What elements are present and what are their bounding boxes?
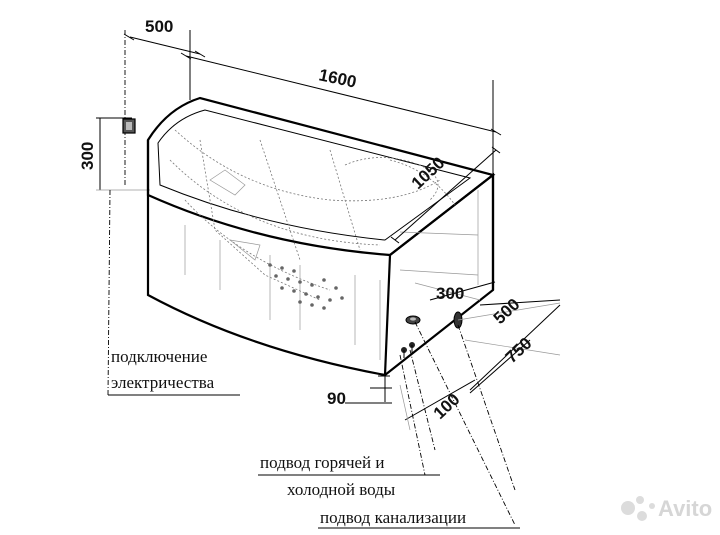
label-water-line2: холодной воды: [287, 480, 396, 499]
label-electric-line1: подключение: [111, 347, 207, 366]
leader-water-1: [399, 354, 426, 476]
leader-water-2: [409, 349, 436, 451]
leader-drain-2: [457, 324, 516, 491]
label-drain: подвод канализации: [320, 508, 466, 527]
leader-electric: [107, 189, 111, 396]
dim-line-500: [129, 36, 201, 55]
tub-apron: [146, 140, 392, 377]
label-water-line1: подвод горячей и: [260, 453, 385, 472]
dim-line-750: [469, 304, 561, 391]
dim-label-500-top: 500: [145, 17, 173, 36]
tub-frame-wireframe: [169, 129, 479, 360]
dim-label-1050: 1050: [408, 153, 449, 193]
tub-rim: [146, 96, 496, 257]
dim-label-500-right: 500: [490, 295, 524, 328]
dim-label-750: 750: [502, 334, 536, 367]
dim-label-100: 100: [430, 390, 464, 423]
dim-line-1050: [394, 149, 497, 241]
dim-label-90: 90: [327, 389, 346, 408]
massage-jets: [268, 263, 344, 310]
watermark-brand: Avito: [658, 496, 712, 521]
avito-dots-icon: [621, 496, 655, 521]
dim-line-300-horizontal: [429, 281, 496, 301]
drain-outlet-icon: [405, 315, 421, 325]
dim-label-300-horizontal: 300: [436, 284, 464, 303]
dim-label-300-vertical: 300: [78, 142, 97, 170]
dim-line-500-right: [479, 299, 561, 306]
dim-line-1600: [185, 55, 497, 133]
label-electric-line2: электричества: [111, 373, 215, 392]
leader-drain-1: [414, 321, 516, 526]
water-valves-icon: [401, 342, 415, 358]
dim-label-1600: 1600: [317, 65, 358, 91]
dim-line-100: [404, 379, 476, 421]
